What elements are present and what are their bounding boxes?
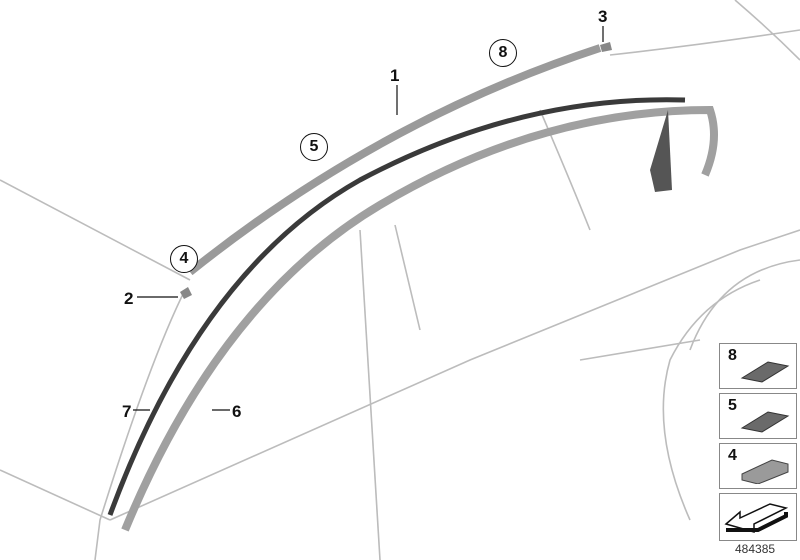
callout-7[interactable]: 7 [122,402,132,421]
legend-number: 8 [728,347,737,364]
legend-number: 4 [728,447,737,464]
callout-5-circled[interactable]: 5 [300,133,328,161]
clip-icon [740,361,790,383]
callout-4-circled[interactable]: 4 [170,245,198,273]
direction-arrow-cell[interactable] [719,493,797,541]
legend-item-4[interactable]: 4 [719,443,797,489]
callout-6[interactable]: 6 [232,402,242,421]
clip-icon [740,411,790,433]
legend-number: 5 [728,397,737,414]
legend-item-5[interactable]: 5 [719,393,797,439]
callout-2[interactable]: 2 [124,289,134,308]
direction-arrow-icon [724,503,789,533]
callout-1[interactable]: 1 [390,66,400,85]
bracket-icon [741,459,789,484]
parts-legend: 8 5 4 [719,343,797,541]
callout-8-circled[interactable]: 8 [489,39,517,67]
callout-3[interactable]: 3 [598,7,608,26]
legend-item-8[interactable]: 8 [719,343,797,389]
image-number: 484385 [735,542,776,556]
